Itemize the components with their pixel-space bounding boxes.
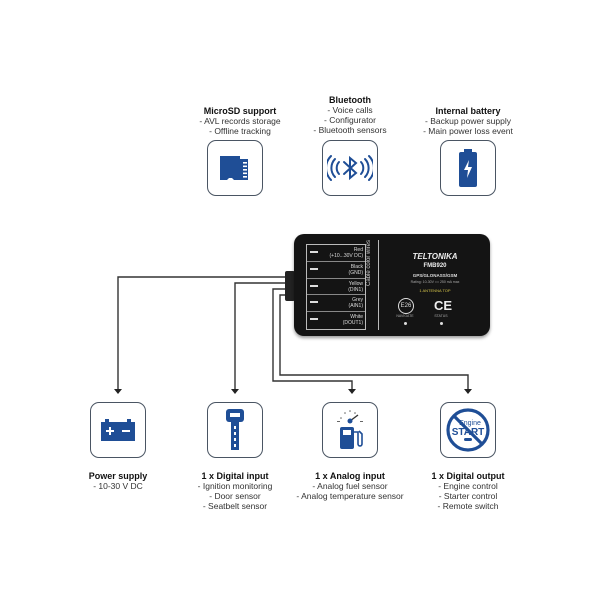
- feature-title: Bluetooth: [329, 95, 371, 105]
- arrow-digital-output: [464, 389, 472, 394]
- wire-row: White(DOUT1): [307, 312, 365, 329]
- fmb920-device: Red(+10...30V DC) Black(GND) Yellow(DIN1…: [294, 234, 490, 336]
- status-led-label: STATUS: [434, 314, 448, 318]
- microsd-box: [207, 140, 263, 196]
- feature-item: - Seatbelt sensor: [202, 501, 268, 511]
- feature-bluetooth: Bluetooth - Voice calls - Configurator -…: [300, 95, 400, 135]
- power-supply-box: [90, 402, 146, 458]
- battery-box: [440, 140, 496, 196]
- e-mark-icon: E26: [398, 298, 414, 314]
- car-battery-icon: [101, 419, 135, 441]
- feature-item: - Ignition monitoring: [197, 481, 273, 491]
- feature-item: - Door sensor: [209, 491, 261, 501]
- feature-item: - Voice calls: [327, 105, 373, 115]
- feature-item: - Backup power supply: [425, 116, 511, 126]
- feature-battery: Internal battery - Backup power supply -…: [418, 106, 518, 136]
- feature-item: - AVL records storage: [199, 116, 281, 126]
- wire-row: Black(GND): [307, 262, 365, 279]
- battery-icon: [459, 149, 477, 187]
- model-name: FMB920: [423, 263, 447, 269]
- bluetooth-box: [322, 140, 378, 196]
- feature-item: - Offline tracking: [209, 126, 271, 136]
- cable-gland: [285, 271, 295, 301]
- feature-title: 1 x Digital output: [431, 471, 505, 481]
- microsd-card-icon: [220, 156, 248, 180]
- feature-item: - Main power loss event: [423, 126, 513, 136]
- wire-row: Yellow(DIN1): [307, 279, 365, 296]
- brand-logo: TELTONIKA: [412, 252, 458, 261]
- arrow-analog-input: [348, 389, 356, 394]
- ce-mark-icon: CE: [434, 298, 453, 313]
- feature-item: - Analog fuel sensor: [312, 481, 388, 491]
- engine-text: Engine: [459, 420, 481, 427]
- digital-input-box: [207, 402, 263, 458]
- start-text: START: [452, 427, 485, 438]
- wire-row: Red(+10...30V DC): [307, 245, 365, 262]
- arrow-power: [114, 389, 122, 394]
- feature-item: - Bluetooth sensors: [313, 125, 387, 135]
- wire-row: Grey(AIN1): [307, 295, 365, 313]
- feature-title: Internal battery: [435, 106, 501, 116]
- navigate-led-label: NAVIGATE: [396, 314, 414, 318]
- gnss-label: GPS/GLONASS/GSM: [412, 273, 458, 278]
- feature-power-supply: Power supply - 10-30 V DC: [68, 471, 168, 491]
- feature-item: - Configurator: [324, 115, 376, 125]
- label-divider: [378, 240, 379, 330]
- feature-item: - Remote switch: [437, 501, 499, 511]
- arrow-digital-input: [231, 389, 239, 394]
- navigate-led: [404, 322, 407, 325]
- digital-output-box: Engine START: [440, 402, 496, 458]
- ignition-key-icon: [226, 409, 244, 450]
- antenna-label: 1 ANTENNA TOP: [419, 288, 451, 293]
- feature-title: Power supply: [88, 471, 148, 481]
- wire-legend: Red(+10...30V DC) Black(GND) Yellow(DIN1…: [306, 244, 366, 330]
- no-engine-start-icon: Engine START: [446, 408, 490, 452]
- wire-power: [117, 276, 286, 390]
- feature-digital-output: 1 x Digital output - Engine control - St…: [418, 471, 518, 511]
- wire-digital-output: [279, 294, 469, 390]
- feature-title: 1 x Digital input: [201, 471, 269, 481]
- cable-color-label: Cable color wires: [366, 239, 372, 286]
- bluetooth-icon: [327, 155, 373, 181]
- feature-item: - 10-30 V DC: [93, 481, 143, 491]
- fuel-pump-gauge-icon: [337, 410, 363, 449]
- status-led: [440, 322, 443, 325]
- feature-analog-input: 1 x Analog input - Analog fuel sensor - …: [290, 471, 410, 501]
- feature-title: 1 x Analog input: [315, 471, 385, 481]
- feature-digital-input: 1 x Digital input - Ignition monitoring …: [185, 471, 285, 511]
- feature-item: - Engine control: [438, 481, 498, 491]
- rating-label: Rating: 10-30V == 250 mA max: [410, 280, 460, 284]
- feature-item: - Starter control: [438, 491, 498, 501]
- feature-title: MicroSD support: [203, 106, 277, 116]
- feature-item: - Analog temperature sensor: [296, 491, 404, 501]
- analog-input-box: [322, 402, 378, 458]
- feature-microsd: MicroSD support - AVL records storage - …: [190, 106, 290, 136]
- wire-analog-input: [272, 288, 353, 390]
- wire-digital-input: [234, 282, 286, 390]
